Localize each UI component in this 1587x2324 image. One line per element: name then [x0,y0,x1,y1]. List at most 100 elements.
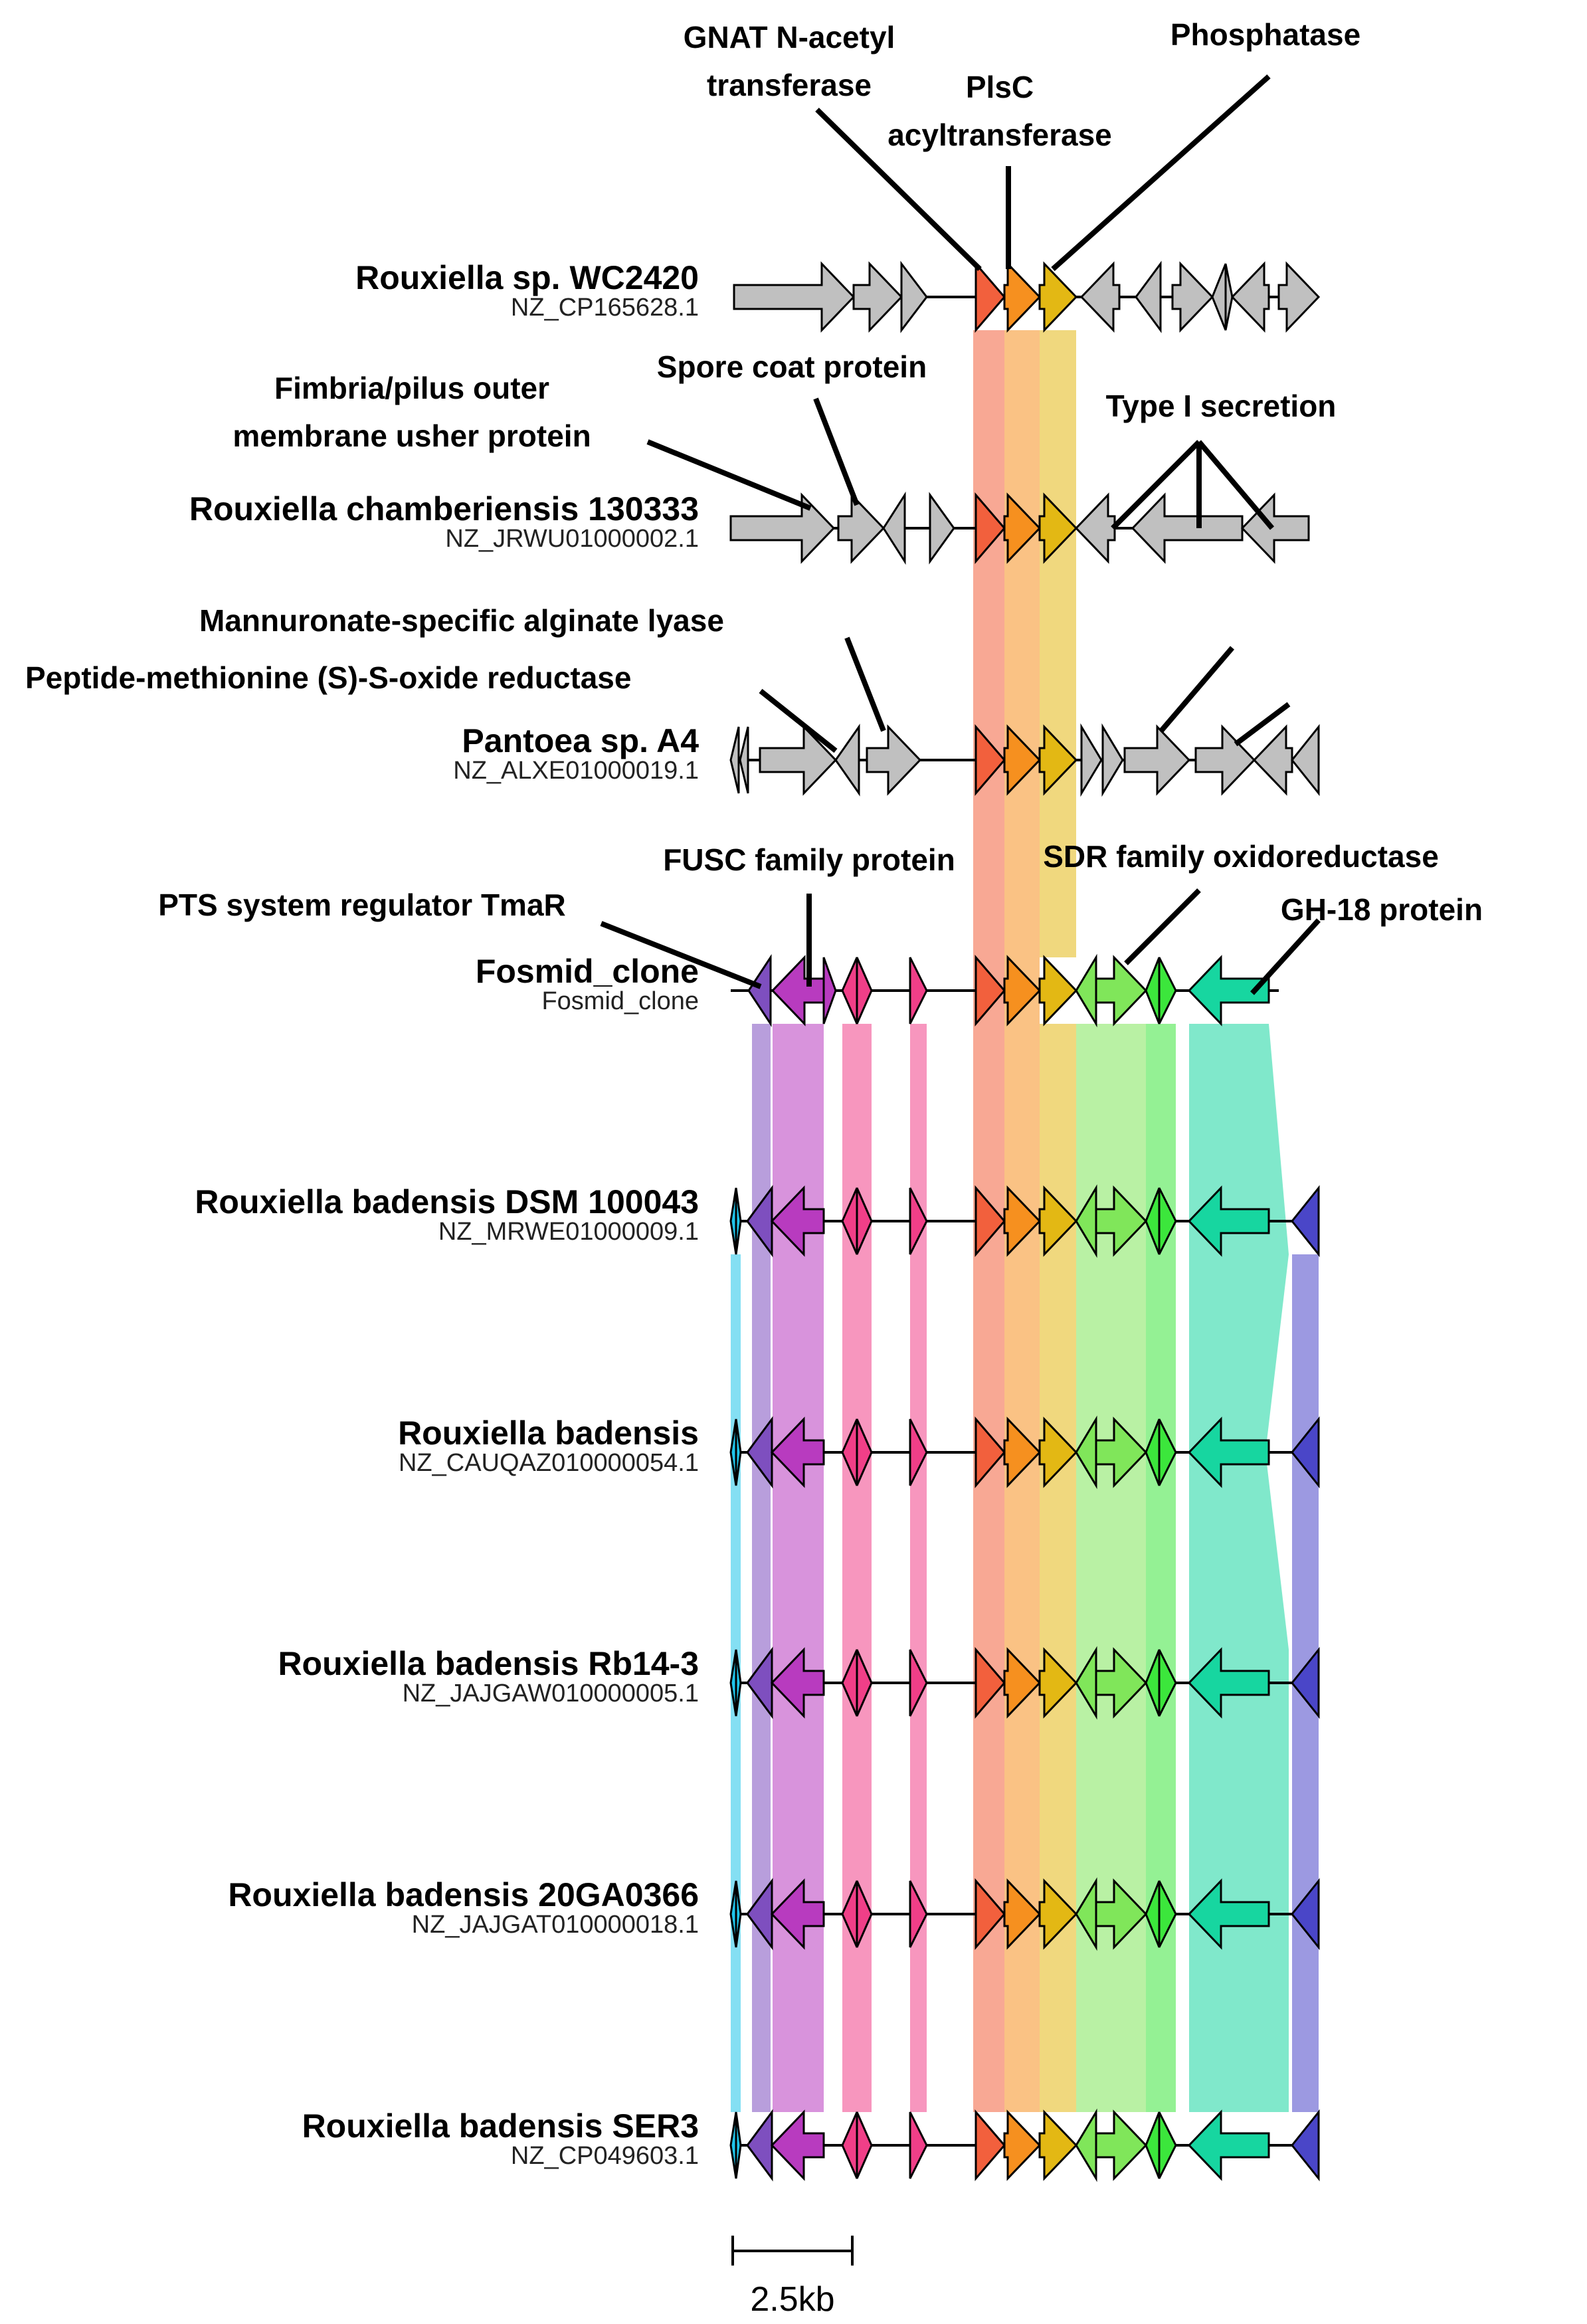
gene-arrow [909,957,928,1024]
gene-arrow [1003,724,1042,796]
gene-arrow [733,261,856,333]
gene-arrow [1038,1878,1078,1950]
annotation-label-pts: PTS system regulator TmaR [158,888,566,922]
species-name: Rouxiella badensis DSM 100043 [195,1183,699,1220]
gene-arrow [771,955,825,1026]
gene-arrow [900,260,928,334]
gene-arrow [856,957,873,1024]
gene-arrow [1123,724,1191,796]
homology-link [1096,1024,1146,2112]
gene-arrow [735,2111,742,2179]
annotation-label-gh18: GH-18 protein [1281,892,1483,927]
species-accession: NZ_MRWE01000009.1 [438,1218,699,1246]
gene-arrow [735,1187,742,1255]
gene-arrow [975,724,1006,797]
gene-arrow [1003,1878,1042,1950]
gene-arrow [1101,723,1124,797]
annotation-label-peptide: Peptide-methionine (S)-S-oxide reductase [25,660,631,695]
gene-arrow [1230,261,1270,333]
gene-arrow [975,1878,1006,1951]
gene-arrow [1145,957,1161,1024]
gene-arrow [1095,1647,1148,1719]
gene-arrow [1158,957,1177,1024]
homology-link [1146,1024,1176,2112]
gene-arrow [1187,1185,1270,1257]
annotation-label-gnat: GNAT N-acetyl [684,20,895,54]
annotation-leader-type1 [1111,440,1201,530]
species-name: Pantoea sp. A4 [462,722,699,759]
gene-arrow [909,1187,928,1255]
species-name: Rouxiella badensis SER3 [302,2107,699,2145]
gene-arrow [1291,2109,1320,2182]
species-name: Rouxiella chamberiensis 130333 [189,490,699,528]
gene-arrow [735,1418,742,1486]
species-accession: NZ_CAUQAZ010000054.1 [399,1449,699,1477]
gene-arrow [770,1647,825,1719]
gene-arrow [1252,724,1293,796]
gene-arrow [770,2109,825,2181]
gene-arrows [729,260,1321,2182]
annotation-label-plsc: PlsC [966,70,1034,104]
gene-arrow [1145,2111,1161,2179]
gene-arrow [1224,263,1234,331]
gene-arrow [856,1880,873,1948]
gene-arrow [747,954,772,1027]
gene-arrow [1075,953,1097,1028]
gene-arrow [1291,724,1320,797]
gene-arrow [1003,2109,1042,2181]
species-labels: Rouxiella sp. WC2420NZ_CP165628.1Rouxiel… [189,259,699,2170]
species-name: Rouxiella badensis 20GA0366 [228,1876,699,1913]
homology-links [731,330,1319,2112]
gene-arrow [1158,2111,1177,2179]
annotation-leader-spore [813,397,860,506]
gene-arrow [1038,1185,1078,1257]
annotation-label-type1: Type I secretion [1106,389,1337,423]
annotation-label-fimbria: Fimbria/pilus outer [274,371,549,405]
gene-arrow [770,1185,825,1257]
gene-arrow [834,724,860,797]
gene-arrow [735,1880,742,1948]
gene-arrow [1158,1649,1177,1717]
species-name: Rouxiella badensis [398,1414,699,1452]
gene-arrow [1003,261,1042,333]
gene-arrow [1095,1185,1148,1257]
gene-arrow [975,1185,1006,1258]
gene-arrow [975,954,1006,1027]
annotation-label-phosphatase: Phosphatase [1170,17,1360,52]
gene-arrow [856,1649,873,1717]
gene-arrow [975,1416,1006,1489]
annotation-leader-mannuronate [844,636,886,732]
gene-arrow [837,492,886,564]
gene-arrow [909,1880,928,1948]
gene-arrow [975,1646,1006,1719]
gene-arrow [1187,1647,1270,1719]
gene-arrow [729,726,740,794]
annotation-leader-fimbria [646,439,812,511]
gene-arrow [1003,1647,1042,1719]
homology-link [752,1024,771,2112]
gene-arrow [1211,263,1227,331]
gene-arrow [1135,260,1162,334]
species-accession: NZ_JAJGAT010000018.1 [412,1911,699,1939]
gene-arrow [1003,955,1042,1026]
species-accession: NZ_CP049603.1 [511,2142,699,2170]
annotation-label-sdr: SDR family oxidoreductase [1043,839,1439,874]
gene-arrow [1038,492,1078,564]
annotation-leader-gh18 [1250,918,1321,995]
gene-arrow [852,261,903,333]
gene-arrow [1291,1878,1320,1951]
gene-arrow [1038,1647,1078,1719]
gene-arrow [882,491,906,565]
gene-arrow [1291,1416,1320,1489]
annotation-leader-pts [600,921,762,989]
gene-arrow [1095,2109,1148,2181]
annotation-label-fusc: FUSC family protein [663,842,955,877]
annotation-leader-phosphatase [1051,74,1271,271]
gene-arrow [909,1418,928,1486]
gene-arrow [866,724,922,796]
gene-arrow [1003,1185,1042,1257]
annotation-leader-peptide [1234,702,1291,747]
annotation-label-gnat: transferase [707,68,872,102]
annotation-label-mannuronate: Mannuronate-specific alginate lyase [199,603,724,638]
